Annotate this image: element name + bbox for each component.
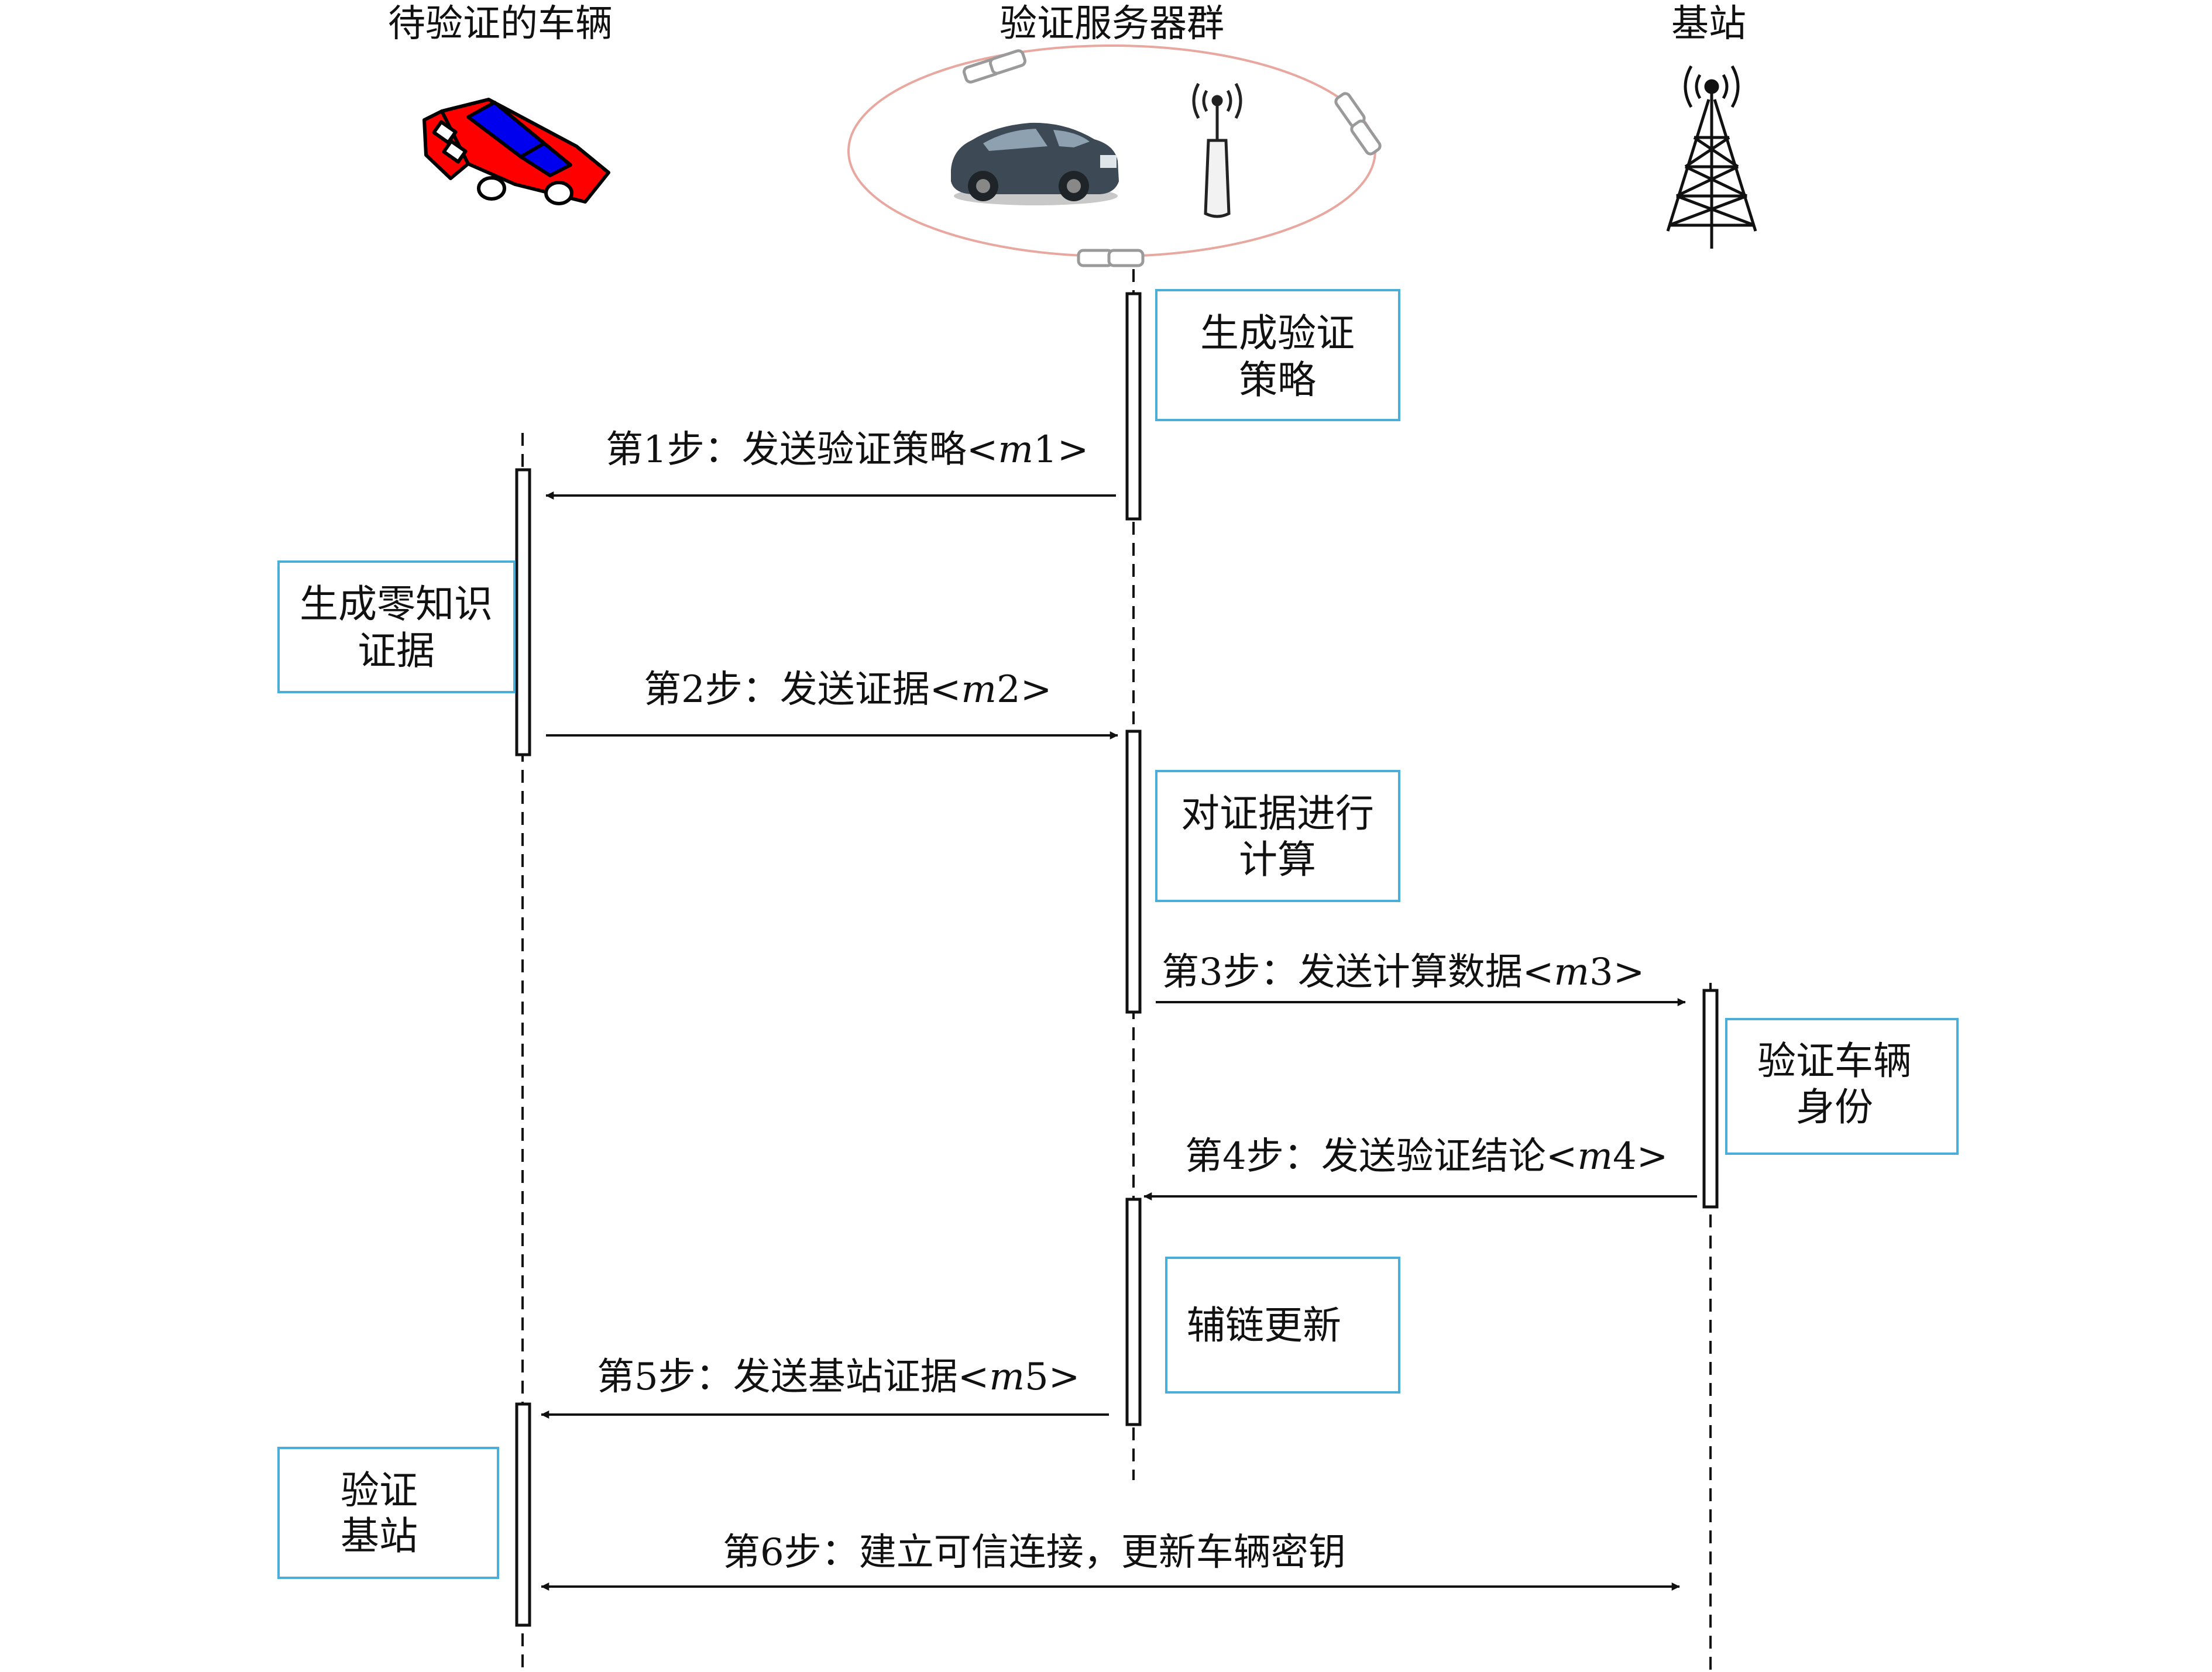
note-verify-base-line1: 验证: [341, 1468, 418, 1513]
note-verify-vehicle-line1: 验证车辆: [1757, 1038, 1912, 1083]
message-label-m2: 第2步：发送证据<m2>: [644, 668, 1052, 711]
message-label-m4: 第4步：发送验证结论<m4>: [1185, 1135, 1668, 1178]
message-label-m1: 第1步：发送验证策略<m1>: [606, 428, 1088, 472]
activation-bar-servers-2: [1125, 730, 1142, 1014]
note-verify-base-line2: 基站: [341, 1513, 418, 1559]
antenna-icon: [1192, 82, 1242, 218]
note-box-gen-proof: [277, 560, 516, 693]
note-gen-policy-line2: 策略: [1239, 357, 1316, 402]
activation-bar-servers-1: [1125, 292, 1142, 521]
message-label-m6: 第6步：建立可信连接，更新车辆密钥: [723, 1531, 1346, 1574]
note-box-gen-policy: [1155, 289, 1400, 421]
note-compute-line2: 计算: [1239, 837, 1316, 882]
message-label-m3: 第3步：发送计算数据<m3>: [1162, 951, 1644, 994]
activation-bar-vehicle-1: [515, 468, 531, 756]
activation-bar-servers-3: [1125, 1198, 1142, 1426]
note-box-verify-vehicle: [1725, 1018, 1959, 1155]
chain-link-icon: [1077, 249, 1145, 267]
note-gen-proof-line1: 生成零知识: [300, 582, 493, 627]
note-box-compute: [1155, 770, 1400, 902]
participant-label-servers: 验证服务器群: [999, 2, 1224, 46]
activation-bar-base-1: [1702, 989, 1719, 1209]
note-box-verify-base: [277, 1447, 499, 1579]
vehicle-car-icon: [423, 98, 610, 205]
sedan-car-icon: [951, 122, 1119, 205]
note-gen-proof-line2: 证据: [358, 628, 435, 673]
message-label-m5: 第5步：发送基站证据<m5>: [597, 1356, 1080, 1399]
note-compute-line1: 对证据进行: [1181, 791, 1374, 836]
note-verify-vehicle-line2: 身份: [1796, 1085, 1873, 1130]
participant-label-base: 基站: [1671, 2, 1746, 46]
base-station-tower-icon: [1666, 65, 1757, 249]
participant-label-vehicle: 待验证的车辆: [388, 2, 613, 46]
note-update-chain-line1: 辅链更新: [1187, 1303, 1341, 1348]
activation-bar-vehicle-2: [515, 1402, 531, 1627]
note-gen-policy-line1: 生成验证: [1200, 311, 1355, 356]
chain-link-icon: [962, 49, 1027, 84]
note-box-update-chain: [1165, 1257, 1400, 1394]
chain-link-icon: [1334, 92, 1382, 156]
